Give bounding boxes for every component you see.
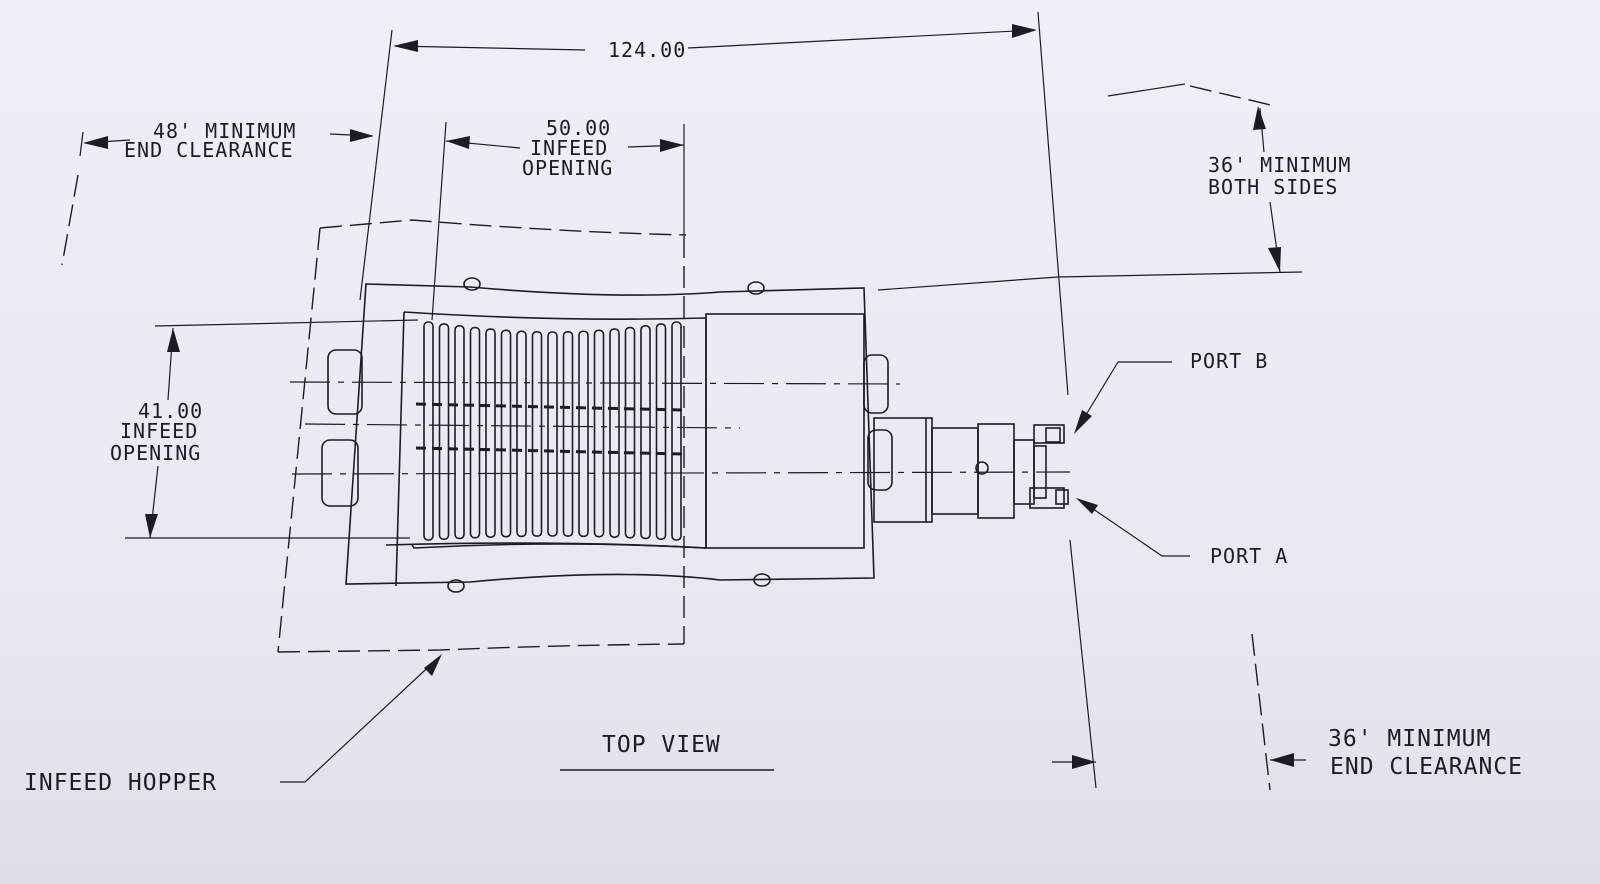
infeed-width-dimension: 50.00 INFEED OPENING (431, 116, 685, 321)
cutter-slot (454, 325, 465, 540)
right-clearance-line2: END CLEARANCE (1330, 754, 1523, 780)
overall-length-value: 124.00 (608, 38, 686, 62)
sides-clearance-line2: BOTH SIDES (1208, 175, 1338, 199)
cutter-slot (469, 326, 481, 539)
cutter-slots (415, 321, 683, 541)
view-title: TOP VIEW (560, 732, 774, 771)
overall-length-dimension: 124.00 (359, 11, 1069, 396)
cutter-slot (438, 323, 450, 541)
cutter-slot (516, 330, 527, 538)
infeed-height-dimension: 41.00 INFEED OPENING (110, 319, 419, 539)
cutter-slot (531, 331, 543, 537)
cutter-slot (547, 331, 558, 537)
cutter-slot (485, 328, 496, 538)
left-end-clearance-dimension: 48' MINIMUM END CLEARANCE (61, 119, 374, 266)
port-a-callout: PORT A (1076, 498, 1288, 568)
infeed-height-line2: OPENING (110, 441, 201, 465)
port-b-callout: PORT B (1074, 349, 1268, 434)
machine-body (321, 277, 893, 593)
centerlines (289, 381, 1071, 475)
infeed-hopper-callout: INFEED HOPPER (24, 654, 442, 796)
cutter-slot (609, 328, 620, 538)
hydraulic-motor (873, 417, 1069, 523)
tooth-row (415, 446, 683, 456)
port-a-label: PORT A (1210, 544, 1288, 568)
left-clearance-line1: 48' MINIMUM (153, 119, 296, 143)
right-end-clearance-dimension: 36' MINIMUM END CLEARANCE (1052, 539, 1523, 791)
sides-clearance-dimension: 36' MINIMUM BOTH SIDES (877, 83, 1351, 291)
infeed-width-line2: OPENING (522, 156, 613, 180)
cutter-slot (500, 329, 512, 538)
cutter-slot (593, 329, 605, 538)
cutter-slot (423, 321, 434, 541)
infeed-height-line1: INFEED (120, 419, 198, 443)
cutter-slot (640, 325, 651, 540)
sides-clearance-line1: 36' MINIMUM (1208, 153, 1351, 177)
cutter-slot (578, 330, 589, 538)
infeed-width-value: 50.00 (546, 116, 611, 140)
cutter-slot (671, 321, 682, 541)
port-b-label: PORT B (1190, 349, 1268, 373)
cutter-slot (655, 323, 667, 541)
tooth-row (415, 402, 683, 412)
infeed-width-line1: INFEED (530, 136, 608, 160)
left-clearance-line2: END CLEARANCE (124, 138, 294, 162)
cutter-slot (624, 326, 636, 539)
infeed-height-value: 41.00 (138, 399, 203, 423)
right-clearance-line1: 36' MINIMUM (1328, 726, 1491, 752)
infeed-hopper-label: INFEED HOPPER (24, 770, 217, 796)
view-title-label: TOP VIEW (602, 732, 721, 758)
cutter-slot (562, 331, 574, 537)
